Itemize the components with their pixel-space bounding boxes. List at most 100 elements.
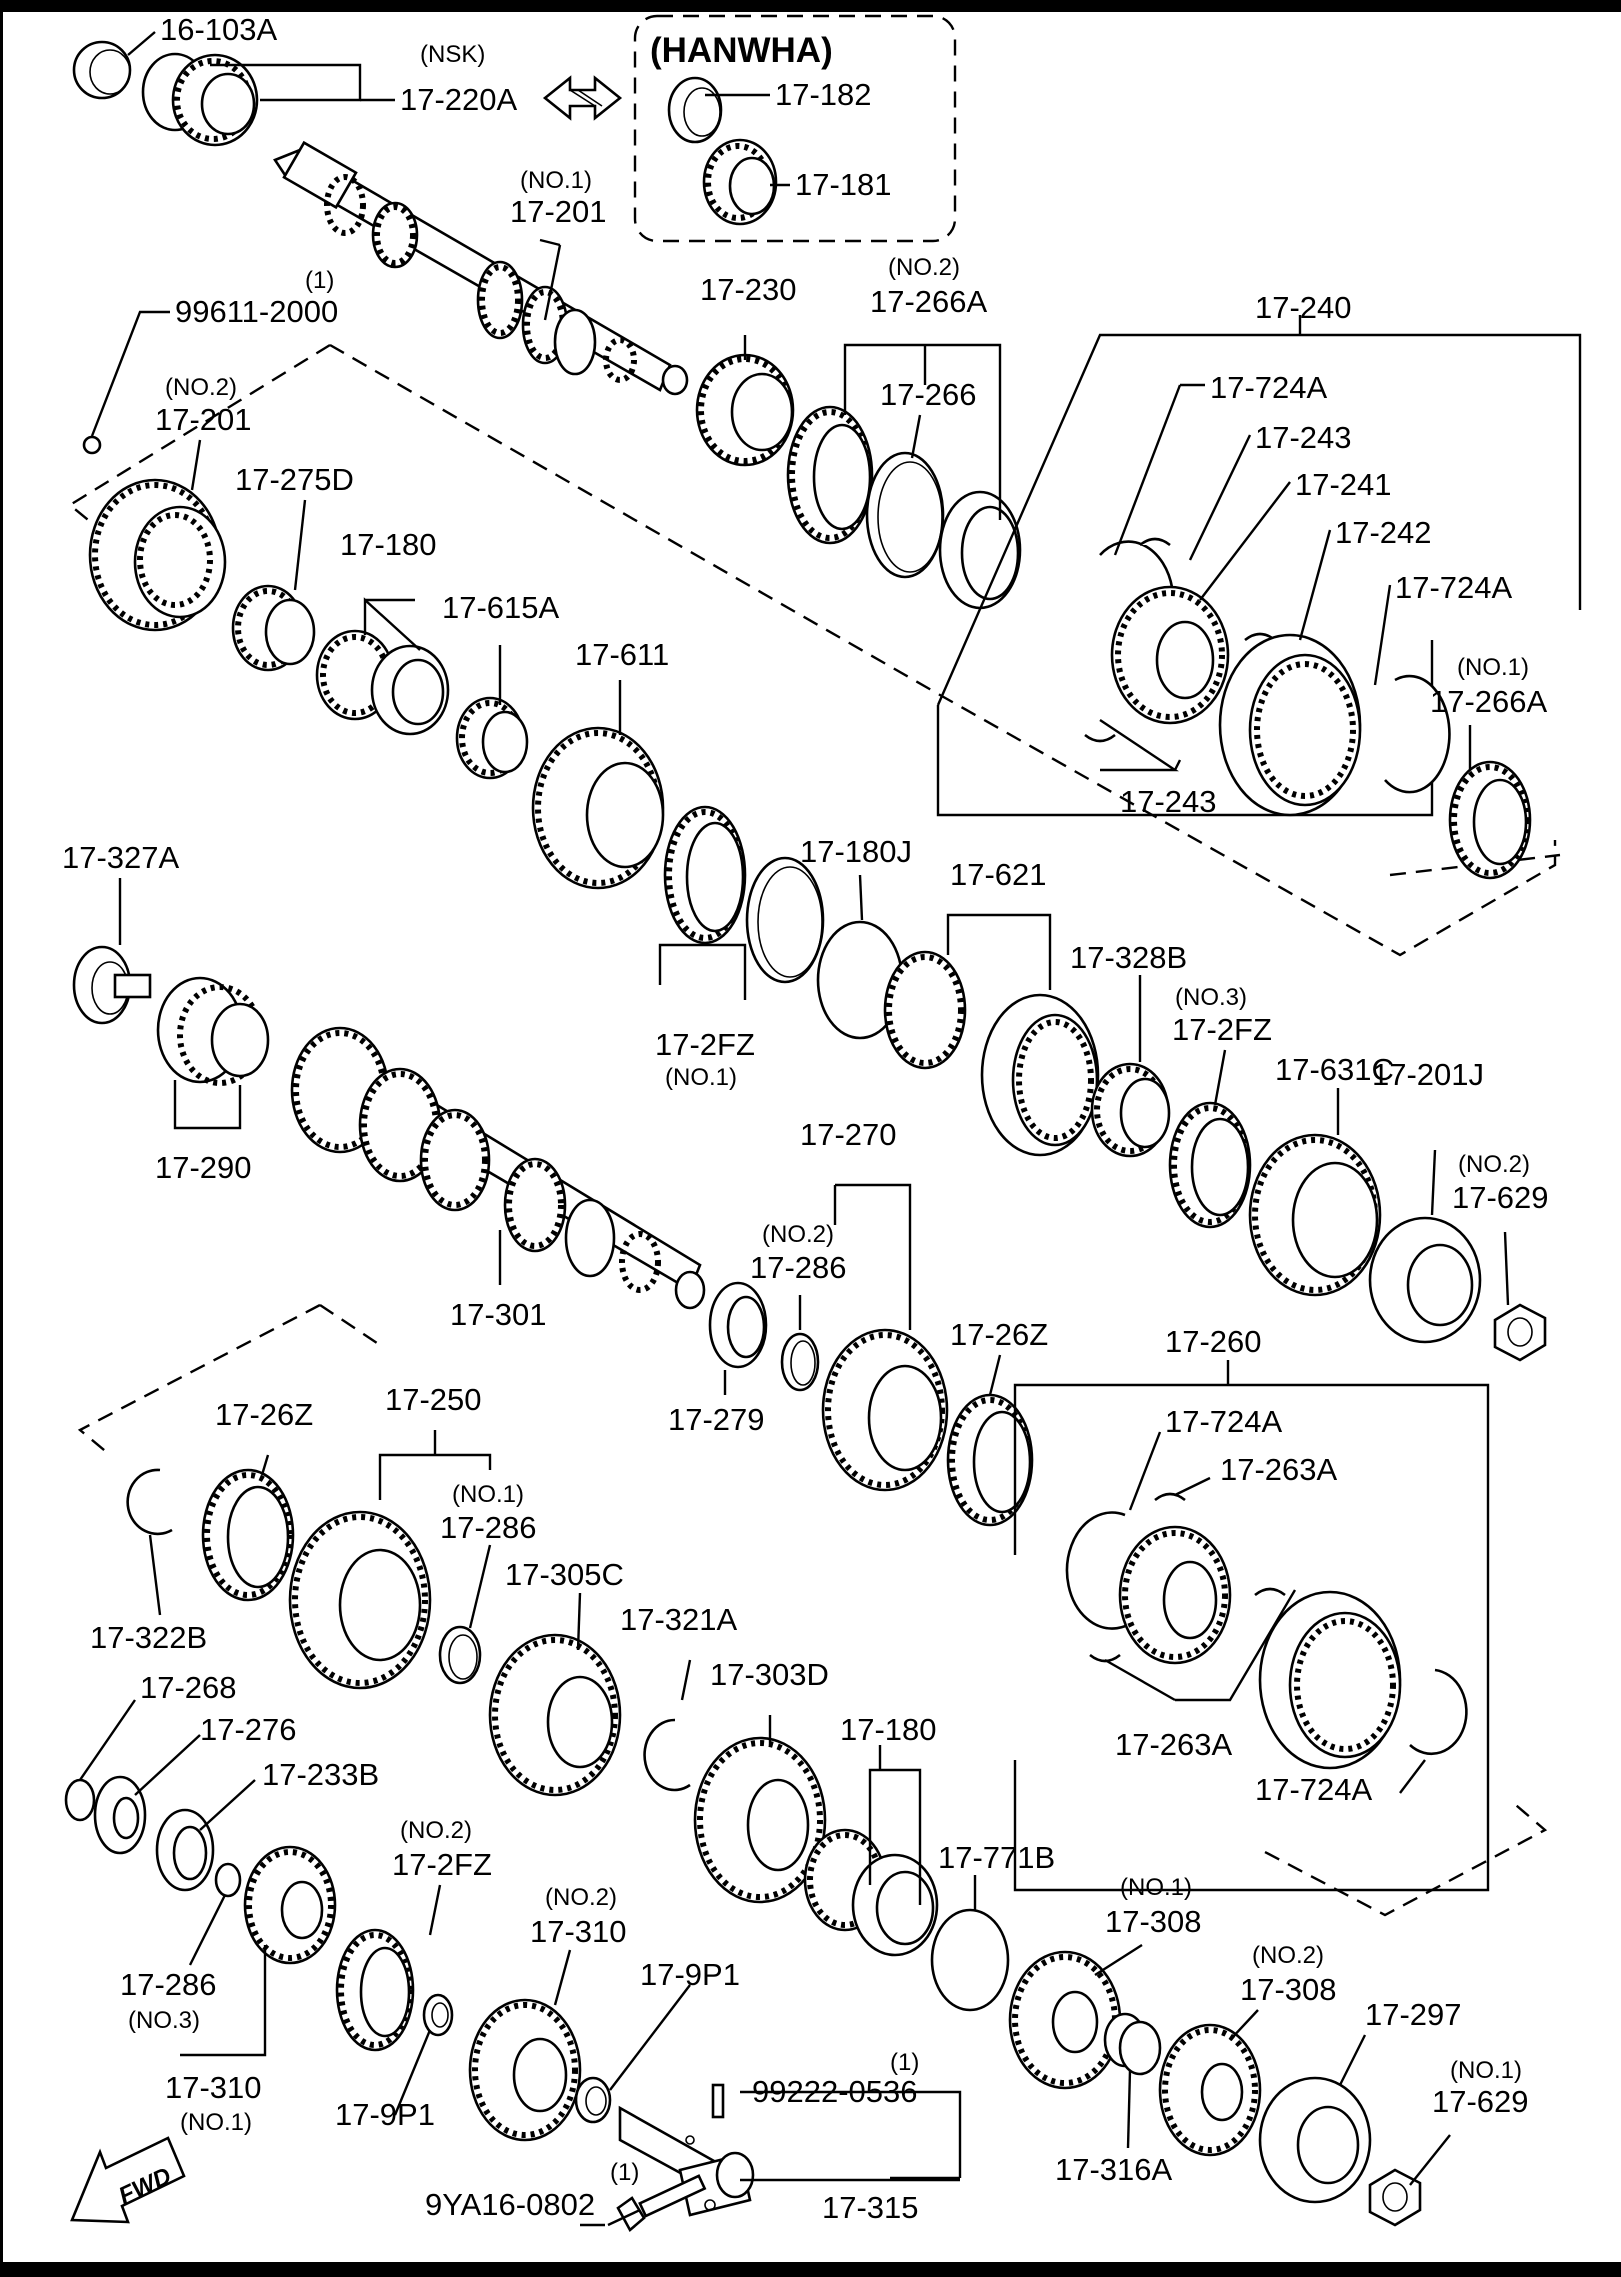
label-17-266A-no1: 17-266A xyxy=(1430,684,1548,719)
snap-ring-17-286-no2 xyxy=(780,1332,820,1392)
label-17-9P1-right: 17-9P1 xyxy=(640,1957,740,1992)
box-17-260 xyxy=(1013,1383,1490,1892)
nut-17-629-no1 xyxy=(1368,2168,1422,2227)
label-17-279: 17-279 xyxy=(668,1402,765,1437)
snap-ring-17-286-no1 xyxy=(438,1625,482,1685)
gear-17-631C xyxy=(1248,1133,1382,1297)
key-17-263A xyxy=(1089,1492,1286,1663)
label-17-250: 17-250 xyxy=(385,1382,482,1417)
label-17-771B: 17-771B xyxy=(938,1840,1055,1875)
label-17-2FZ-no3: 17-2FZ xyxy=(1172,1012,1272,1047)
sync-ring-17-266 xyxy=(865,451,945,579)
shim-17-771B xyxy=(930,1908,1010,2012)
label-17-220A: 17-220A xyxy=(400,82,518,117)
sync-ring-17-26Z-right xyxy=(946,1393,1034,1527)
qual-17-2FZ-no3: (NO.3) xyxy=(1175,984,1247,1011)
plug-99611-2000 xyxy=(82,435,102,455)
label-17-276: 17-276 xyxy=(200,1712,297,1747)
hub-17-260 xyxy=(1118,1525,1232,1665)
sleeve-17-242 xyxy=(1218,633,1362,817)
sync-ring-17-2FZ-no3 xyxy=(1168,1101,1252,1229)
gear-17-621 xyxy=(883,950,1100,1157)
label-17-26Z-right: 17-26Z xyxy=(950,1317,1048,1352)
bearing-cup-16-103A xyxy=(72,40,132,100)
roller-bearing-17-615A xyxy=(455,696,529,780)
label-17-180-b: 17-180 xyxy=(840,1712,937,1747)
label-17-275D: 17-275D xyxy=(235,462,354,497)
label-17-26Z-left: 17-26Z xyxy=(215,1397,313,1432)
pin-99222-0536 xyxy=(711,2083,725,2119)
qual-hanwha: (HANWHA) xyxy=(650,31,833,70)
sync-ring-17-266A-no2 xyxy=(786,405,874,545)
assembly-outline-3c xyxy=(1264,1799,1548,1917)
label-17-301: 17-301 xyxy=(450,1297,547,1332)
label-17-303D: 17-303D xyxy=(710,1657,829,1692)
leader-lines xyxy=(79,31,1510,2227)
qual-17-308-no2: (NO.2) xyxy=(1252,1942,1324,1969)
qual-nsk: (NSK) xyxy=(420,41,485,68)
gear-17-310-no2 xyxy=(468,1998,582,2142)
qual-17-629-no2: (NO.2) xyxy=(1458,1151,1530,1178)
qual-17-286-no1: (NO.1) xyxy=(452,1481,524,1508)
gear-17-201-no2 xyxy=(88,478,227,632)
leader-99611 xyxy=(90,310,170,437)
sync-ring-17-26Z-left xyxy=(201,1468,295,1602)
label-17-297: 17-297 xyxy=(1365,1997,1462,2032)
bearing-17-180 xyxy=(315,629,450,736)
label-17-308-no1: 17-308 xyxy=(1105,1904,1202,1939)
qual-17-2FZ-no1: (NO.1) xyxy=(665,1064,737,1091)
label-17-290: 17-290 xyxy=(155,1150,252,1185)
bearing-17-290 xyxy=(156,976,270,1086)
label-17-230: 17-230 xyxy=(700,272,797,307)
shift-lever-17-315 xyxy=(618,2105,755,2217)
bracket-17-240 xyxy=(936,333,1582,706)
label-17-615A: 17-615A xyxy=(442,590,560,625)
bushing-17-9P1-right xyxy=(574,2076,612,2124)
sleeve-17-260 xyxy=(1258,1590,1402,1770)
thrust-washer-17-327A xyxy=(72,945,152,1025)
label-17-286-no2: 17-286 xyxy=(750,1250,847,1285)
label-17-201J: 17-201J xyxy=(1372,1057,1484,1092)
qual-17-286-no3: (NO.3) xyxy=(128,2007,200,2034)
gear-17-310-no1 xyxy=(243,1845,337,1965)
gear-17-611 xyxy=(531,726,665,890)
label-17-270: 17-270 xyxy=(800,1117,897,1152)
label-17-621: 17-621 xyxy=(950,857,1047,892)
label-17-315: 17-315 xyxy=(822,2190,919,2225)
qual-99611-qty: (1) xyxy=(305,267,334,294)
hanwha-box xyxy=(633,14,957,243)
plate-17-233B xyxy=(155,1808,215,1892)
label-17-268: 17-268 xyxy=(140,1670,237,1705)
label-9YA16-0802: 9YA16-0802 xyxy=(425,2187,595,2222)
qual-17-629-no1: (NO.1) xyxy=(1450,2057,1522,2084)
collar-17-279 xyxy=(708,1281,768,1369)
bearing-17-180-lower xyxy=(803,1828,939,1957)
label-17-260: 17-260 xyxy=(1165,1324,1262,1359)
main-shaft-17-301 xyxy=(290,1026,706,1310)
gear-17-305C xyxy=(488,1633,622,1797)
part-labels: 16-103A 17-220A 17-182 17-181 17-201 996… xyxy=(62,12,1549,2225)
nut-17-629-no2 xyxy=(1493,1303,1547,1362)
label-17-201-no2: 17-201 xyxy=(155,402,252,437)
bearing-17-181 xyxy=(702,138,778,226)
label-16-103A: 16-103A xyxy=(160,12,278,47)
bearing-17-297 xyxy=(1258,2076,1372,2204)
gear-17-303D xyxy=(693,1736,827,1904)
qual-17-266A-no1: (NO.1) xyxy=(1457,654,1529,681)
label-17-182: 17-182 xyxy=(775,77,872,112)
label-17-321A: 17-321A xyxy=(620,1602,738,1637)
bottom-border xyxy=(0,2262,1621,2277)
qual-17-310-no1: (NO.1) xyxy=(180,2109,252,2136)
qualifier-labels: (NSK) (HANWHA) (NO.1) (1) (NO.2) (NO.2) … xyxy=(128,31,1530,2186)
qual-17-266A-no2: (NO.2) xyxy=(888,254,960,281)
label-17-9P1-left: 17-9P1 xyxy=(335,2097,435,2132)
label-17-180-a: 17-180 xyxy=(340,527,437,562)
roller-bearing-17-328B xyxy=(1090,1062,1171,1158)
label-17-629-no2: 17-629 xyxy=(1452,1180,1549,1215)
label-17-611: 17-611 xyxy=(575,637,669,672)
label-17-263A-a: 17-263A xyxy=(1220,1452,1338,1487)
qual-17-201-no2: (NO.2) xyxy=(165,374,237,401)
label-17-327A: 17-327A xyxy=(62,840,180,875)
snap-ring-17-268 xyxy=(64,1778,96,1822)
interchange-arrow xyxy=(542,75,623,121)
